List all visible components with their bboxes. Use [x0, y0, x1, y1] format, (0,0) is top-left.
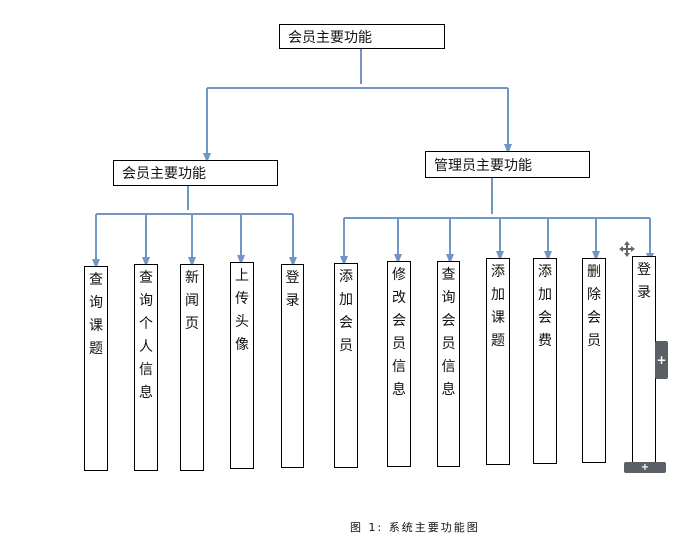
admin-item-login[interactable]: 登录 [632, 256, 656, 463]
admin-item-label: 添加会费 [538, 264, 552, 349]
member-item-label: 上传头像 [235, 268, 249, 353]
member-item-label: 查询课题 [89, 272, 103, 357]
admin-item-delete-member[interactable]: 删除会员 [582, 258, 606, 463]
member-item-label: 查询个人信息 [139, 270, 153, 401]
member-functions-node[interactable]: 会员主要功能 [113, 160, 278, 186]
side-handle-symbol: + [656, 353, 667, 367]
figure-caption: 图 1: 系统主要功能图 [350, 521, 480, 534]
member-item-label: 登录 [285, 270, 300, 309]
admin-item-label: 添加会员 [339, 269, 353, 354]
plus-icon[interactable]: + [624, 462, 666, 473]
member-item-news[interactable]: 新闻页 [180, 264, 204, 471]
admin-item-add-topic[interactable]: 添加课题 [486, 258, 510, 465]
admin-item-add-member[interactable]: 添加会员 [334, 263, 358, 468]
member-item-label: 新闻页 [185, 270, 199, 332]
member-item-upload-avatar[interactable]: 上传头像 [230, 262, 254, 469]
member-functions-label: 会员主要功能 [122, 166, 206, 182]
member-item-query-profile[interactable]: 查询个人信息 [134, 264, 158, 471]
admin-item-label: 删除会员 [587, 264, 601, 349]
member-item-login[interactable]: 登录 [281, 264, 304, 468]
move-arrows-icon[interactable] [619, 241, 635, 257]
admin-item-label: 登录 [637, 262, 651, 301]
move-arrows-icon-graphic [619, 241, 635, 257]
admin-item-query-member[interactable]: 查询会员信息 [437, 261, 460, 467]
bottom-handle-symbol: + [640, 462, 650, 473]
admin-functions-label: 管理员主要功能 [434, 157, 532, 174]
plus-icon[interactable]: + [655, 341, 668, 379]
admin-item-add-fee[interactable]: 添加会费 [533, 258, 557, 464]
admin-item-label: 查询会员信息 [441, 267, 456, 398]
root-label: 会员主要功能 [288, 29, 372, 46]
admin-item-edit-member[interactable]: 修改会员信息 [387, 261, 411, 467]
admin-item-label: 修改会员信息 [392, 267, 406, 398]
admin-functions-node[interactable]: 管理员主要功能 [425, 151, 590, 178]
admin-item-label: 添加课题 [491, 264, 505, 349]
member-item-query-topic[interactable]: 查询课题 [84, 266, 108, 471]
root-node[interactable]: 会员主要功能 [279, 24, 445, 49]
